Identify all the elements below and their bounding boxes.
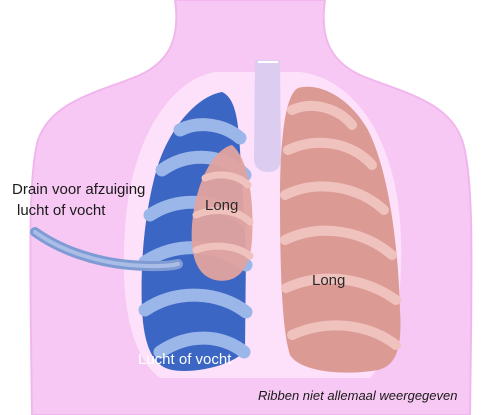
trachea (254, 60, 281, 172)
long-label-left: Long (205, 197, 238, 215)
ribs-note: Ribben niet allemaal weergegeven (258, 387, 457, 405)
drain-label-line1: Drain voor afzuiging (12, 181, 145, 199)
drain-label-line2: lucht of vocht (17, 202, 105, 220)
long-label-right: Long (312, 272, 345, 290)
fluid-label: Lucht of vocht (138, 351, 231, 369)
